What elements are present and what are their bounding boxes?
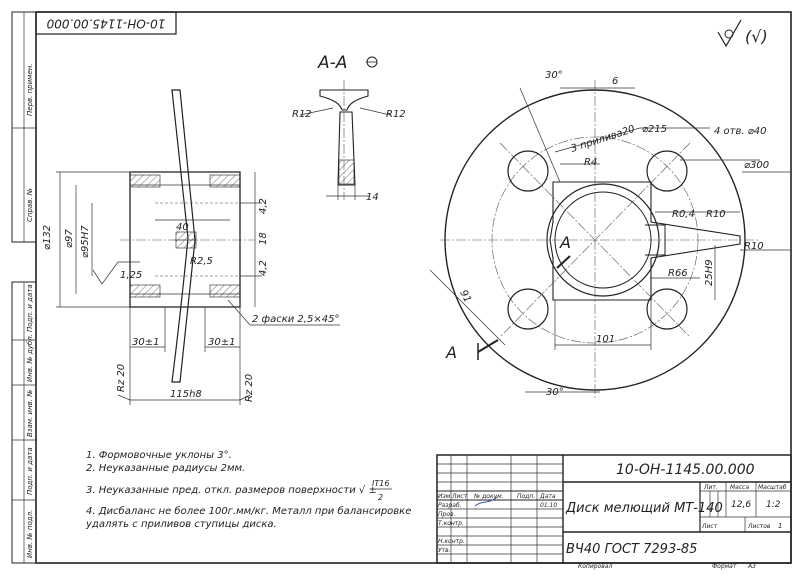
tb-massa-val: 12,6 <box>731 500 751 510</box>
dim-30-right: 30±1 <box>208 337 235 348</box>
tb-masshtab: Масштаб <box>758 484 787 491</box>
note-4-cont: удалять с приливов ступицы диска. <box>85 519 277 530</box>
tb-material: ВЧ40 ГОСТ 7293-85 <box>566 542 697 557</box>
main-d215: ⌀215 <box>642 124 667 135</box>
tb-format-val: А3 <box>747 563 756 570</box>
roughness-mark: (√) <box>745 27 768 46</box>
note-1: 1. Формовочные уклоны 3°. <box>86 450 232 461</box>
main-a-cut: А <box>445 343 457 362</box>
section-view <box>299 80 391 200</box>
main-ang30-bottom: 30° <box>546 387 564 398</box>
dim-40: 40 <box>176 222 189 233</box>
tb-row-utv: Утв. <box>438 547 451 554</box>
dim-d95: ⌀95Н7 <box>80 225 91 258</box>
note-3-frac-bottom: 2 <box>378 493 383 502</box>
note-3-frac-top: IT16 <box>372 479 389 488</box>
note-3: 3. Неуказанные пред. откл. размеров пове… <box>86 485 377 496</box>
tb-listov: Листов <box>747 523 771 530</box>
dim-d97: ⌀97 <box>64 229 75 248</box>
main-dim-101: 101 <box>596 334 615 345</box>
main-r10-b: R10 <box>744 241 764 252</box>
dim-30-left: 30±1 <box>132 337 159 348</box>
tb-list: Лист <box>701 523 718 530</box>
note-4: 4. Дисбаланс не более 100г.мм/кг. Металл… <box>86 505 411 517</box>
dim-rz20-left: Rz 20 <box>116 364 127 392</box>
strip-sprav-no: Справ. № <box>26 188 34 222</box>
strip-perv-primen: Перв. примен. <box>26 63 34 116</box>
main-r04: R0,4 <box>672 209 695 220</box>
dim-d132: ⌀132 <box>42 225 53 250</box>
tb-col-izm: Изм <box>438 493 451 500</box>
title-block <box>436 454 792 564</box>
main-dim-6: 6 <box>612 76 618 87</box>
main-a-mark: А <box>559 233 571 252</box>
strip-podp-data-1: Подп. и дата <box>26 284 34 332</box>
tb-massa: Масса <box>730 484 749 491</box>
dim-chamfer: 2 фаски 2,5×45° <box>252 314 339 325</box>
main-r66: R66 <box>668 268 688 279</box>
tb-listov-val: 1 <box>778 522 782 530</box>
tb-col-podp: Подп. <box>517 493 535 500</box>
strip-podp-data-2: Подп. и дата <box>26 447 34 495</box>
tb-col-data: Дата <box>539 493 556 500</box>
corner-stamp-box <box>35 11 177 35</box>
section-dim-14: 14 <box>366 192 379 203</box>
tb-kopiroval: Копировал <box>578 563 612 570</box>
section-r12-left: R12 <box>292 109 312 120</box>
section-view-icon <box>366 56 378 68</box>
main-view <box>429 80 790 400</box>
tb-title: Диск мелющий МТ-140 <box>565 501 723 516</box>
dim-42-top: 4,2 <box>258 198 269 214</box>
strip-vzam-inv: Взам. инв. № <box>26 389 34 437</box>
note-2: 2. Неуказанные радиусы 2мм. <box>86 463 245 474</box>
main-25h9: 25H9 <box>704 259 715 286</box>
tb-format: Формат <box>712 563 737 570</box>
tb-row-razrab: Разраб. <box>438 502 462 509</box>
main-pril: 3 прилива20 <box>570 124 637 155</box>
strip-inv-dubl: Инв. № дубл. <box>26 334 34 382</box>
tb-col-doc: № докум. <box>473 493 504 500</box>
strip-inv-podl: Инв. № подл. <box>26 510 34 558</box>
corner-stamp-text: 10-ОН-1145.00.000 <box>46 17 165 31</box>
main-holes: 4 отв. ⌀40 <box>714 126 766 137</box>
tb-doc-number: 10-ОН-1145.00.000 <box>616 462 755 478</box>
section-r12-right: R12 <box>386 109 406 120</box>
dim-rz20-right: Rz 20 <box>244 374 255 402</box>
dim-rough-125: 1,25 <box>120 270 142 281</box>
tb-date-val: 01.10 <box>540 502 557 509</box>
main-d300: ⌀300 <box>744 160 769 171</box>
tb-row-nkontr: Н.контр. <box>438 538 465 545</box>
roughness-icon <box>717 19 742 48</box>
tb-row-prov: Пров. <box>438 511 456 518</box>
tb-col-list: Лист <box>451 493 468 500</box>
main-r10-a: R10 <box>706 209 726 220</box>
dim-42-bottom: 4,2 <box>258 260 269 276</box>
dim-115h8: 115h8 <box>170 389 202 400</box>
section-label: А-А <box>317 53 347 73</box>
dim-r25: R2,5 <box>190 256 213 267</box>
left-view <box>56 89 340 405</box>
tb-masshtab-val: 1:2 <box>766 500 781 510</box>
main-dim-91: 91 <box>457 288 473 304</box>
main-r4: R4 <box>584 157 597 168</box>
tb-row-tkontr: Т.контр. <box>438 520 464 527</box>
dim-18: 18 <box>258 232 269 245</box>
tb-lit: Лит. <box>703 484 718 491</box>
main-ang30-top: 30° <box>545 70 563 81</box>
